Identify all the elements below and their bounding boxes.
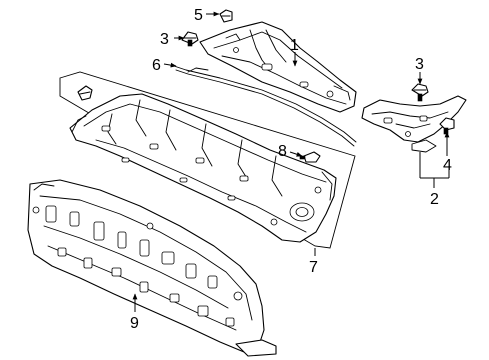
callout-9: 9 (130, 315, 139, 332)
callout-5: 5 (194, 7, 203, 24)
callout-8: 8 (278, 143, 287, 160)
callout-labels: 1 2 3 3 4 5 6 7 8 9 (130, 7, 452, 332)
callout-3-left: 3 (160, 31, 169, 48)
callout-7: 7 (309, 259, 318, 276)
callout-6: 6 (152, 57, 161, 74)
plug-5 (219, 9, 233, 23)
callout-1: 1 (290, 37, 299, 54)
dashboard-upper-panel (69, 93, 337, 243)
cowl-top-panel (199, 21, 357, 113)
callout-2: 2 (430, 191, 439, 208)
fastener-clip-3-right (411, 83, 429, 102)
clip-8 (299, 151, 321, 163)
small-bracket (77, 85, 93, 101)
cowl-weatherstrip (173, 65, 357, 147)
fastener-clip-3-left (181, 31, 199, 47)
fastener-clip-4 (439, 117, 455, 135)
assembly-7-outline (59, 71, 356, 249)
callout-3-right: 3 (415, 56, 424, 73)
callout-4: 4 (443, 157, 452, 174)
cowl-side-extension (361, 95, 467, 153)
dashboard-lower-firewall (27, 179, 277, 357)
leader-lines (132, 11, 450, 312)
